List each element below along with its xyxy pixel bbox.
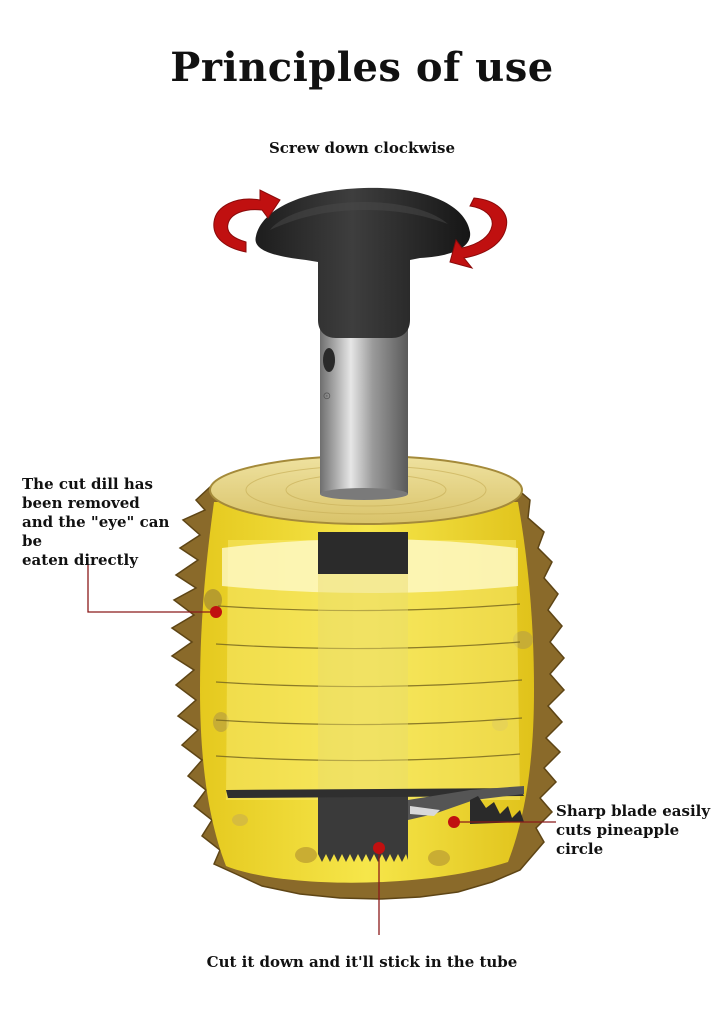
page-title: Principles of use (170, 44, 554, 91)
callout-right (448, 816, 556, 828)
label-cut-down: Cut it down and it'll stick in the tube (206, 953, 518, 971)
callout-bottom (373, 842, 385, 935)
pineapple-flesh (200, 502, 534, 883)
label-sharp-blade: Sharp blade easily cuts pineapple circle (556, 802, 711, 858)
steel-shaft: ⊙ (320, 318, 408, 500)
callout-left (87, 565, 222, 618)
rotate-arrow-left-icon (213, 189, 281, 253)
rotate-arrow-right-icon (449, 197, 508, 269)
label-screw-down: Screw down clockwise (268, 139, 456, 157)
svg-text:⊙: ⊙ (322, 392, 333, 400)
inner-tube (318, 532, 408, 862)
label-cut-dill: The cut dill has been removed and the "e… (22, 475, 170, 569)
spiral-blade (226, 786, 524, 824)
black-handle (255, 187, 471, 338)
